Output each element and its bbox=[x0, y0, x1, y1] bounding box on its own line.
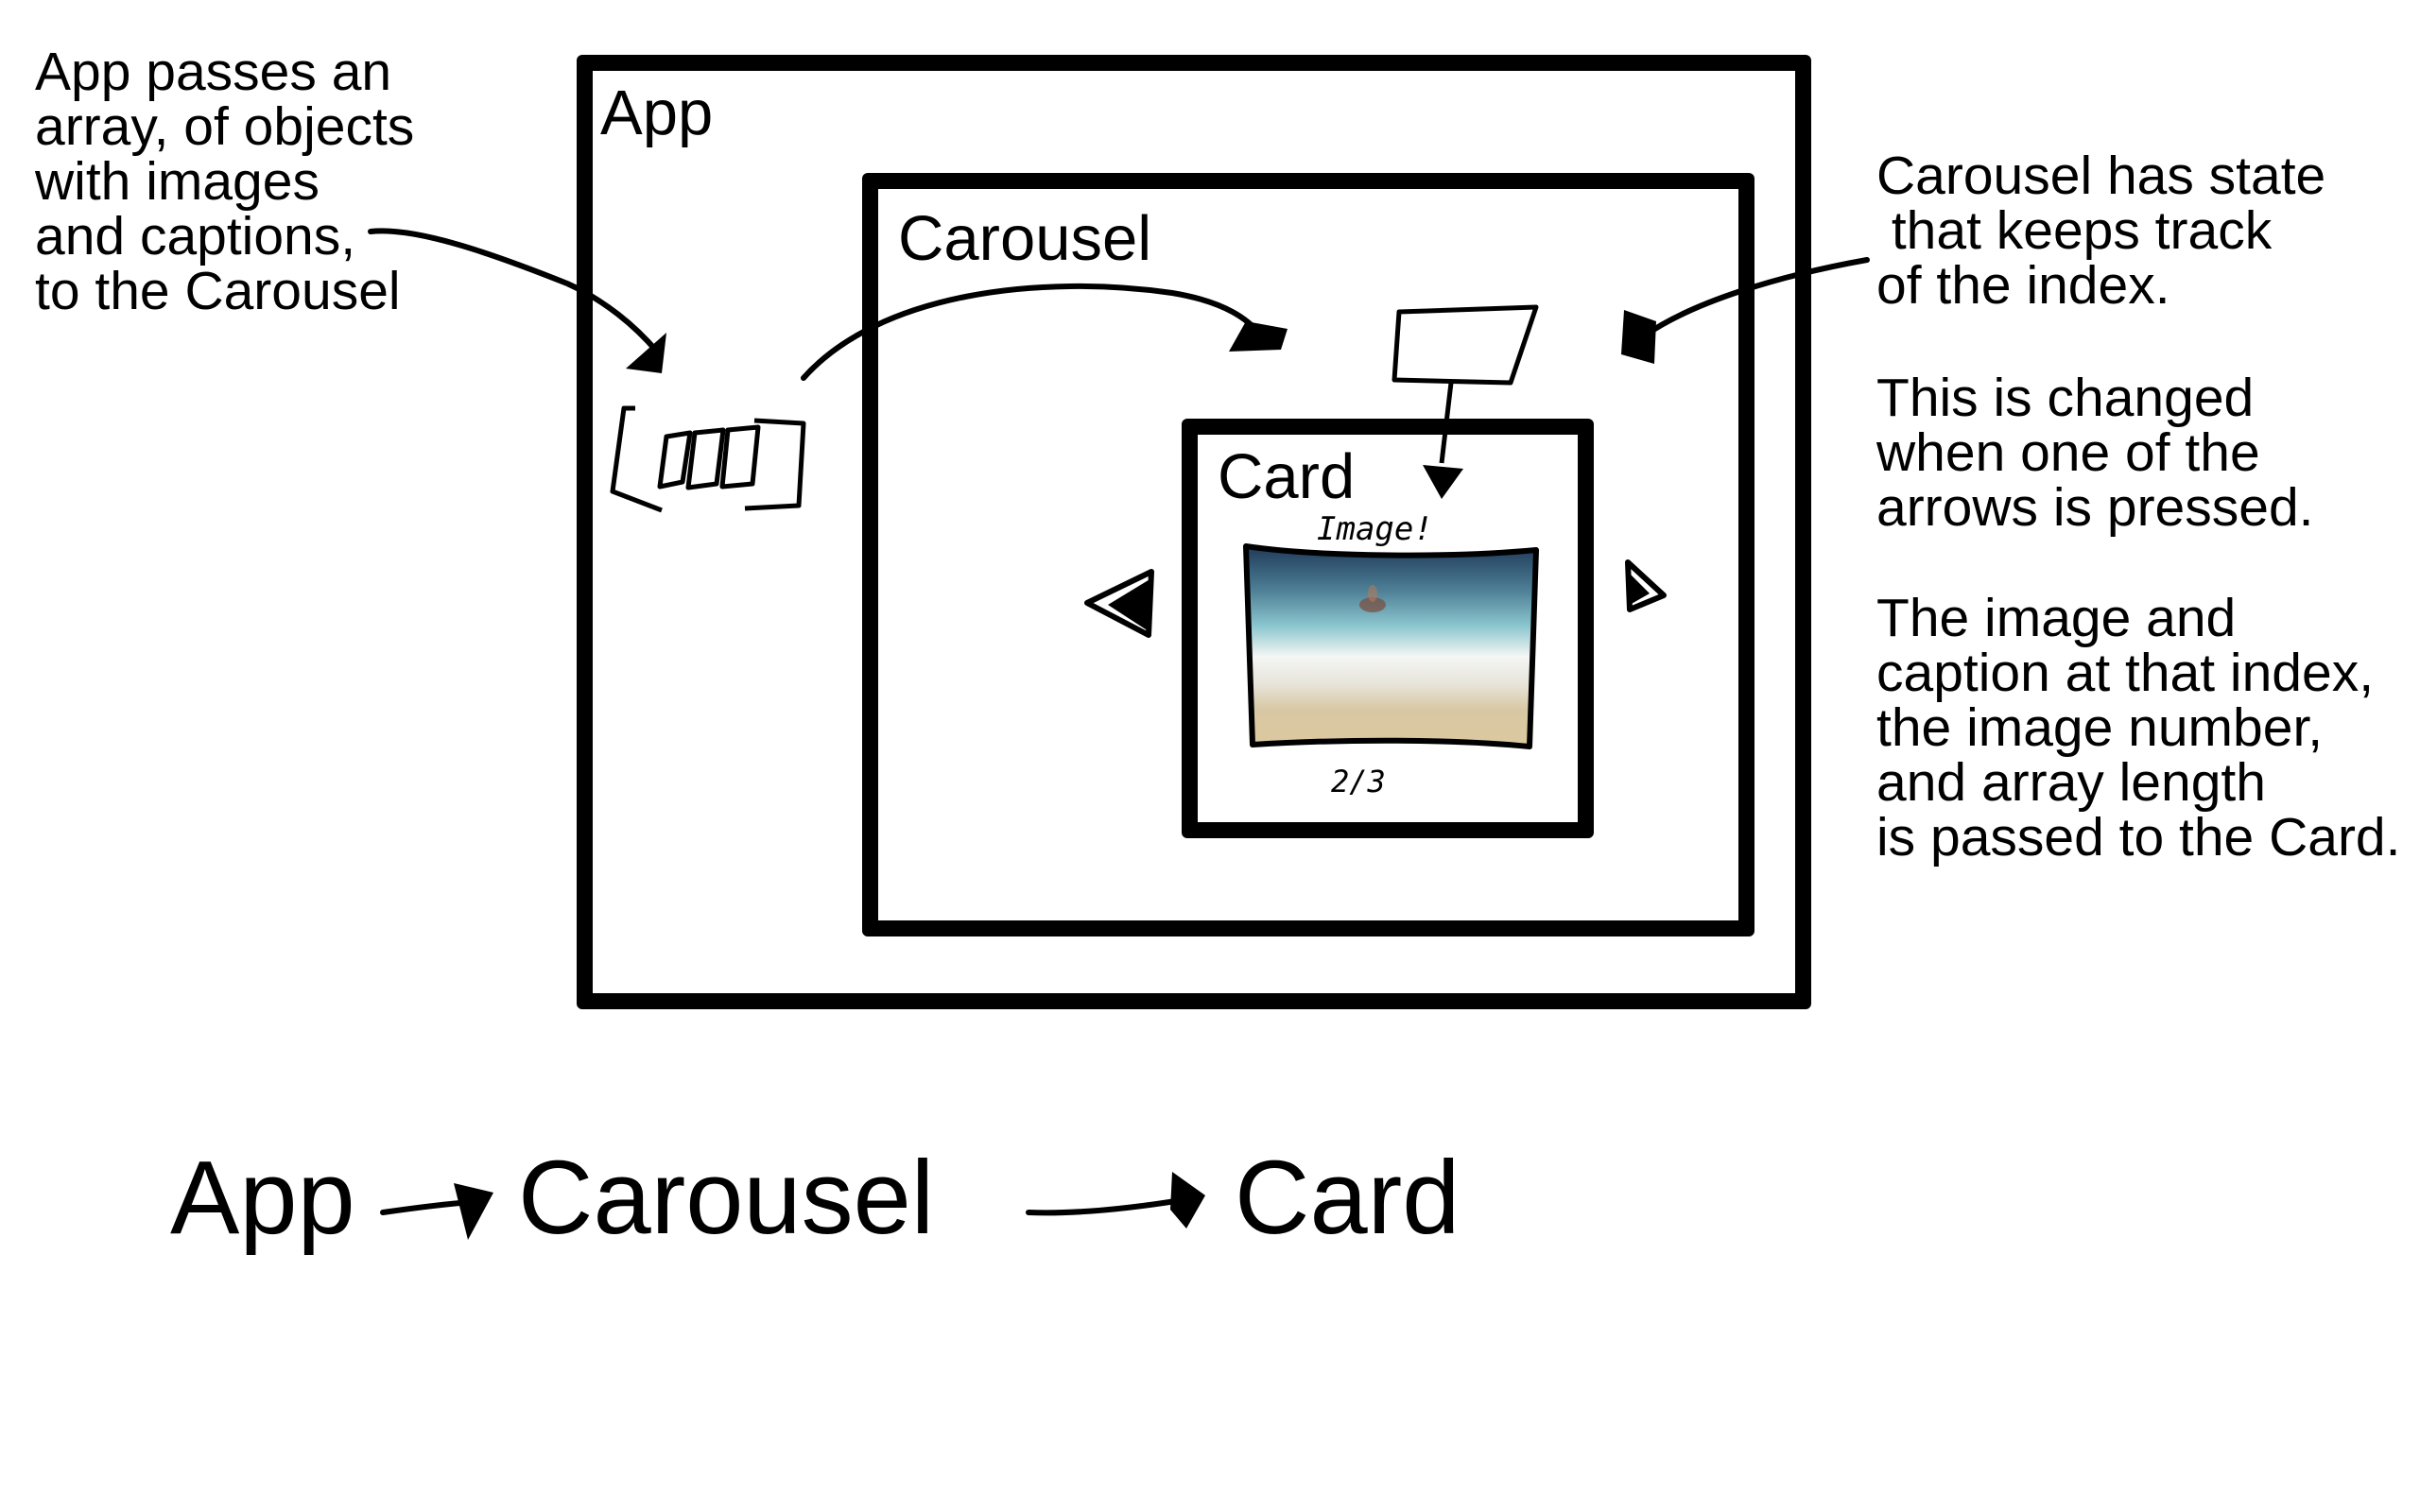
right-annotation-arrows: This is changed when one of the arrows i… bbox=[1876, 368, 2314, 538]
left-annotation: App passes an array, of objects with ima… bbox=[35, 42, 415, 321]
arrow-note-to-array bbox=[368, 228, 666, 373]
flow-card: Card bbox=[1235, 1140, 1461, 1256]
beach-image bbox=[1243, 543, 1539, 749]
arrow-array-to-carousel bbox=[801, 283, 1288, 381]
arrow-note-to-state bbox=[1621, 257, 1870, 364]
flow-arrow-2 bbox=[1026, 1172, 1205, 1228]
right-annotation-props: The image and caption at that index, the… bbox=[1876, 588, 2401, 868]
carousel-box bbox=[862, 173, 1754, 936]
array-sketch-icon bbox=[610, 405, 806, 513]
app-label: App bbox=[600, 77, 714, 148]
card-image-caption: Image! bbox=[1317, 510, 1433, 548]
card-counter: 2/3 bbox=[1331, 764, 1386, 799]
carousel-label: Carousel bbox=[898, 203, 1152, 274]
app-box bbox=[577, 55, 1811, 1009]
flow-arrow-1 bbox=[380, 1183, 493, 1240]
card-box bbox=[1182, 419, 1594, 838]
right-annotation-state: Carousel has state that keeps track of t… bbox=[1876, 146, 2326, 316]
state-sketch-icon bbox=[1392, 304, 1539, 499]
next-arrow-icon bbox=[1625, 559, 1667, 612]
card-label: Card bbox=[1218, 441, 1356, 512]
flow-carousel: Carousel bbox=[518, 1140, 935, 1256]
flow-app: App bbox=[170, 1140, 355, 1256]
prev-arrow-icon bbox=[1084, 569, 1154, 638]
